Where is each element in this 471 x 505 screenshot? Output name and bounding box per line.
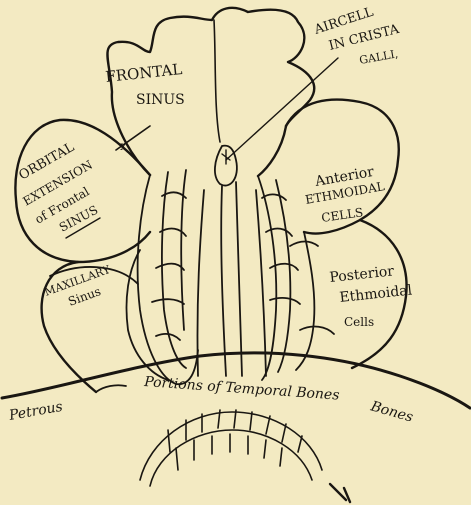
frontal-label-line1: FRONTAL xyxy=(105,60,184,86)
crista-galli-septum xyxy=(197,146,266,376)
petrous-label: Petrous xyxy=(7,399,64,424)
bones-label: Bones xyxy=(368,398,415,426)
orbital-marker-x: x xyxy=(120,139,127,153)
right-ethmoid-cells xyxy=(258,176,334,380)
posterior-label-line2: Ethmoidal xyxy=(339,282,414,306)
posterior-label-line1: Posterior xyxy=(329,263,395,286)
aircell-label: AIRCELL IN CRISTA GALLI, xyxy=(312,5,402,67)
dental-arch xyxy=(140,410,350,502)
orbital-label: ORBITAL EXTENSION x of Frontal SINUS xyxy=(17,139,128,238)
maxillary-posterior-outline xyxy=(42,220,407,392)
temporal-bones-label: Portions of Temporal Bones xyxy=(143,374,340,404)
aircell-label-line3: GALLI, xyxy=(358,47,399,67)
anterior-ethmoidal-label: Anterior ETHMOIDAL CELLS xyxy=(304,164,386,225)
maxillary-sinus-label: MAXILLARY Sinus xyxy=(43,263,113,309)
frontal-sinus-label: FRONTAL SINUS xyxy=(105,60,185,108)
left-ethmoid-cells xyxy=(127,170,199,384)
posterior-label-line3: Cells xyxy=(344,315,374,329)
frontal-label-line2: SINUS xyxy=(136,92,185,108)
